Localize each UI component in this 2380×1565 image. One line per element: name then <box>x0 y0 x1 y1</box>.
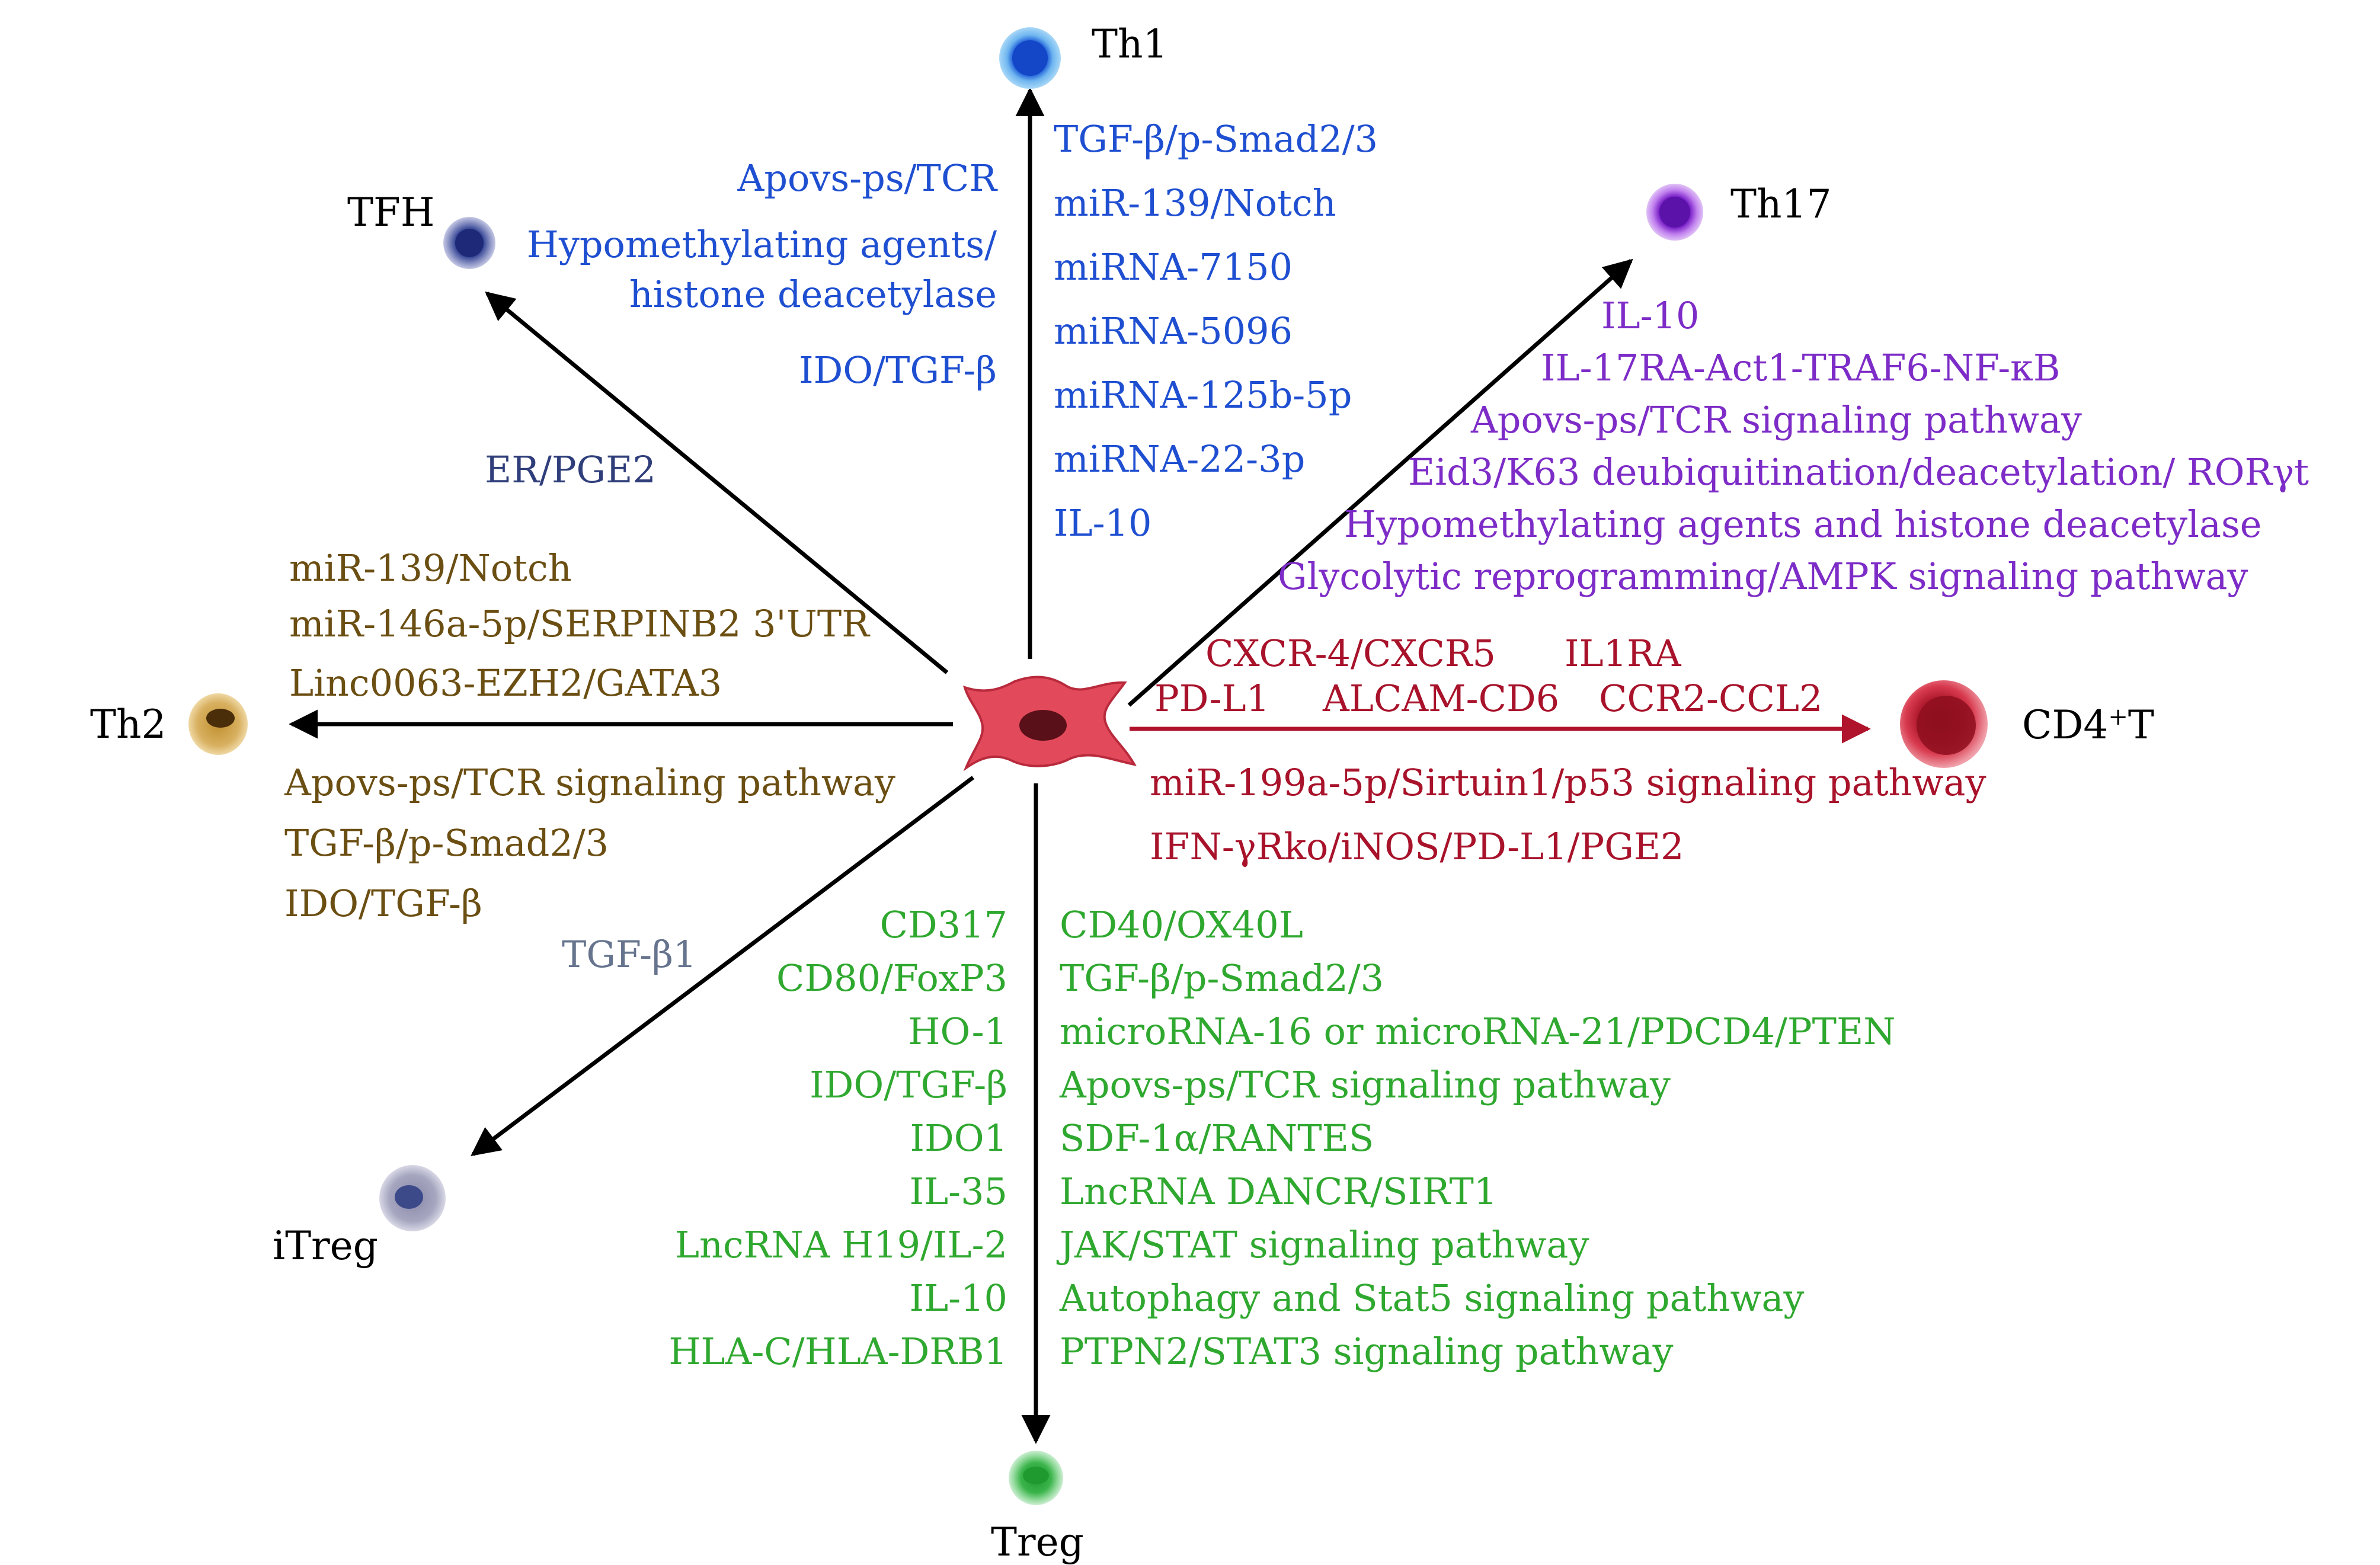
cd4t-mechanism: IFN-γRko/iNOS/PD-L1/PGE2 <box>1150 825 1684 868</box>
th2-mechanism: Apovs-ps/TCR signaling pathway <box>284 761 895 804</box>
treg-mechanism: IDO1 <box>910 1116 1007 1160</box>
treg-mechanism: HO-1 <box>908 1010 1007 1053</box>
arrow-to-tfh <box>485 291 949 674</box>
th1-mechanism: miRNA-22-3p <box>1054 437 1306 481</box>
th2-label: Th2 <box>90 702 167 747</box>
treg-cell-icon <box>1009 1451 1063 1505</box>
itreg-label: iTreg <box>273 1223 378 1269</box>
itreg-mechanism: TGF-β1 <box>562 933 697 976</box>
treg-mechanism: CD80/FoxP3 <box>776 956 1007 1000</box>
cd4t-mechanism: miR-199a-5p/Sirtuin1/p53 signaling pathw… <box>1150 761 1986 804</box>
th1-mechanism: miRNA-5096 <box>1054 309 1293 353</box>
th1-label: Th1 <box>1092 21 1168 67</box>
th2-cell-icon <box>188 693 248 755</box>
cd4t-mechanism: CCR2-CCL2 <box>1599 677 1823 720</box>
th17-label: Th17 <box>1730 181 1832 227</box>
treg-mechanism: CD40/OX40L <box>1060 903 1303 946</box>
th17-mechanism: Apovs-ps/TCR signaling pathway <box>1471 398 2082 441</box>
th17-cell-icon <box>1646 184 1703 241</box>
cd4t-mechanism: PD-L1 <box>1154 677 1270 720</box>
treg-mechanism: LncRNA DANCR/SIRT1 <box>1060 1170 1498 1213</box>
tfh-mechanism: ER/PGE2 <box>485 448 656 491</box>
treg-mechanism: HLA-C/HLA-DRB1 <box>668 1330 1007 1373</box>
th17-mechanism: Glycolytic reprogramming/AMPK signaling … <box>1278 555 2248 598</box>
th1-mechanism: TGF-β/p-Smad2/3 <box>1054 117 1378 161</box>
arrow-to-th17 <box>1127 258 1633 707</box>
cd4t-mechanism: ALCAM-CD6 <box>1323 677 1560 720</box>
th17-mechanism: Eid3/K63 deubiquitination/deacetylation/… <box>1408 450 2309 494</box>
cd4t-label-sup: + <box>2108 703 2128 731</box>
th1-mechanism: miRNA-7150 <box>1054 245 1293 289</box>
th1-mechanism: IDO/TGF-β <box>799 348 997 392</box>
th2-mechanism: TGF-β/p-Smad2/3 <box>284 821 609 865</box>
th1-mechanism: histone deacetylase <box>629 273 997 316</box>
treg-mechanism: IL-35 <box>909 1170 1007 1213</box>
cd4t-cell-icon <box>1900 680 1988 768</box>
cd4t-label-main: CD4 <box>2022 702 2109 748</box>
th17-mechanism: IL-10 <box>1601 294 1700 337</box>
th1-mechanism: miR-139/Notch <box>1054 181 1336 225</box>
tfh-cell-icon <box>443 217 495 269</box>
cd4t-label-tail: T <box>2128 702 2154 748</box>
tfh-label: TFH <box>347 190 435 235</box>
cd4t-mechanism: CXCR-4/CXCR5 <box>1205 632 1496 675</box>
cd4t-label: CD4+T <box>2022 705 2154 745</box>
th2-mechanism: Linc0063-EZH2/GATA3 <box>289 661 722 705</box>
treg-mechanism: JAK/STAT signaling pathway <box>1060 1223 1589 1266</box>
treg-mechanism: Apovs-ps/TCR signaling pathway <box>1060 1063 1671 1106</box>
th2-mechanism: miR-139/Notch <box>289 546 572 590</box>
th1-cell-icon <box>999 27 1061 89</box>
treg-mechanism: IL-10 <box>909 1276 1007 1320</box>
treg-mechanism: PTPN2/STAT3 signaling pathway <box>1060 1330 1674 1373</box>
arrow-to-itreg <box>471 776 975 1156</box>
th2-mechanism: IDO/TGF-β <box>284 882 482 925</box>
th1-mechanism: IL-10 <box>1054 501 1152 545</box>
treg-mechanism: SDF-1α/RANTES <box>1060 1116 1374 1160</box>
treg-label: Treg <box>991 1519 1084 1565</box>
treg-mechanism: IDO/TGF-β <box>810 1063 1007 1106</box>
treg-mechanism: CD317 <box>879 903 1008 946</box>
itreg-cell-icon <box>379 1165 446 1231</box>
treg-mechanism: LncRNA H19/IL-2 <box>674 1223 1007 1266</box>
th1-mechanism: Apovs-ps/TCR <box>737 156 997 200</box>
msc-cell-icon <box>962 676 1137 772</box>
th17-mechanism: IL-17RA-Act1-TRAF6-NF-κB <box>1541 346 2061 389</box>
th2-mechanism: miR-146a-5p/SERPINB2 3'UTR <box>289 602 869 645</box>
th1-mechanism: Hypomethylating agents/ <box>526 223 997 266</box>
cd4t-mechanism: IL1RA <box>1565 632 1681 675</box>
treg-mechanism: microRNA-16 or microRNA-21/PDCD4/PTEN <box>1060 1010 1896 1053</box>
th1-mechanism: miRNA-125b-5p <box>1054 373 1352 417</box>
treg-mechanism: Autophagy and Stat5 signaling pathway <box>1060 1276 1805 1320</box>
th17-mechanism: Hypomethylating agents and histone deace… <box>1344 503 2262 546</box>
treg-mechanism: TGF-β/p-Smad2/3 <box>1060 956 1384 1000</box>
